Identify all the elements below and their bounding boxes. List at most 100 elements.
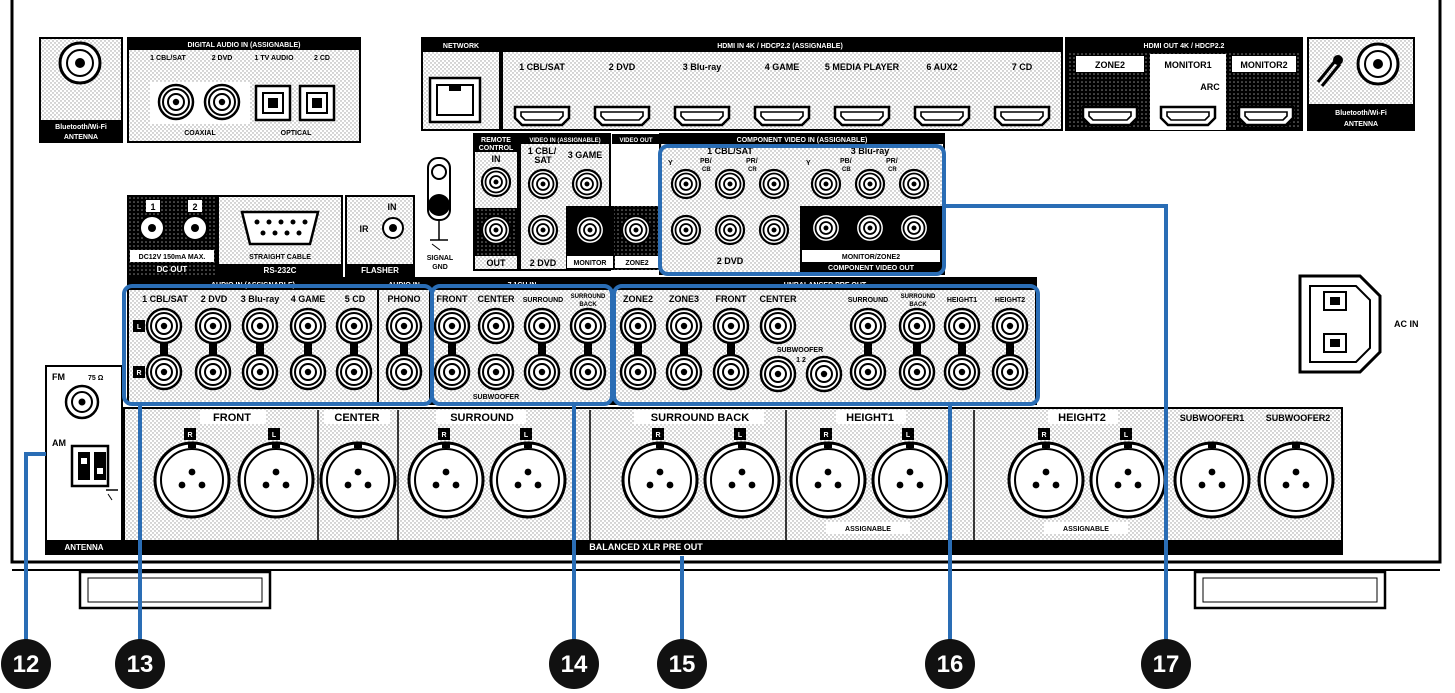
component-3-pr-jack[interactable] xyxy=(898,168,930,200)
audio-in-4-r-jack[interactable] xyxy=(289,353,327,391)
xlr-center-jack[interactable] xyxy=(319,440,397,519)
unbal-center-jack[interactable] xyxy=(759,307,797,345)
remote-in-jack[interactable] xyxy=(480,166,512,198)
audio-in-4-l-jack[interactable] xyxy=(289,307,327,345)
component-3-y-jack[interactable] xyxy=(810,168,842,200)
video-in-1-jack[interactable] xyxy=(527,168,559,200)
unbal-surround-l-jack[interactable] xyxy=(849,307,887,345)
unbal-zone3-l-jack[interactable] xyxy=(665,307,703,345)
optical-jack-2[interactable] xyxy=(298,84,336,122)
optical-jack-1[interactable] xyxy=(254,84,292,122)
xlr-surround-label: SURROUND xyxy=(450,412,514,424)
component-2-pb-jack[interactable] xyxy=(714,214,746,246)
audio-in-5-l-jack[interactable] xyxy=(335,307,373,345)
hdmi-in-port-7[interactable] xyxy=(993,105,1051,127)
am-antenna-terminal[interactable] xyxy=(70,444,118,501)
hdmi-out-port-monitor1[interactable] xyxy=(1159,105,1217,127)
unbal-zone2-l-jack[interactable] xyxy=(619,307,657,345)
audio-in-1-r-jack[interactable] xyxy=(145,353,183,391)
unbal-surround-r-jack[interactable] xyxy=(849,353,887,391)
component-out-pb-jack[interactable] xyxy=(854,212,886,244)
hdmi-out-port-monitor2[interactable] xyxy=(1237,105,1295,127)
audio-in-label-3: 3 Blu-ray xyxy=(241,294,280,304)
component-out-y-jack[interactable] xyxy=(810,212,842,244)
component-2-y-jack[interactable] xyxy=(670,214,702,246)
xlr-sb-r-jack[interactable] xyxy=(621,440,699,519)
7-1ch-sb-l-jack[interactable] xyxy=(569,307,607,345)
unbalanced-pre-out-section: UNBALANCED PRE OUT ZONE2 ZONE3 FRONT CEN… xyxy=(613,277,1037,405)
hdmi-in-port-1[interactable] xyxy=(513,105,571,127)
7-1ch-surround-l-jack[interactable] xyxy=(523,307,561,345)
hdmi-in-port-5[interactable] xyxy=(833,105,891,127)
ethernet-port[interactable] xyxy=(428,76,482,124)
7-1ch-center-label: CENTER xyxy=(477,294,515,304)
video-out-monitor-jack[interactable] xyxy=(574,214,606,246)
xlr-height2-r-jack[interactable] xyxy=(1007,440,1085,519)
audio-in-3-l-jack[interactable] xyxy=(241,307,279,345)
unbal-sb-l-jack[interactable] xyxy=(898,307,936,345)
digital-audio-in-title: DIGITAL AUDIO IN (ASSIGNABLE) xyxy=(187,42,300,49)
unbal-subwoofer1-jack[interactable] xyxy=(759,355,797,393)
component-2-pr-jack[interactable] xyxy=(758,214,790,246)
phono-l-jack[interactable] xyxy=(385,307,423,345)
xlr-sb-l-jack[interactable] xyxy=(703,440,781,519)
component-3-pb-jack[interactable] xyxy=(854,168,886,200)
audio-in-1-l-jack[interactable] xyxy=(145,307,183,345)
video-in-3-jack[interactable] xyxy=(571,168,603,200)
unbal-height1-r-jack[interactable] xyxy=(943,353,981,391)
optical-label: OPTICAL xyxy=(281,130,312,137)
unbal-zone2-r-jack[interactable] xyxy=(619,353,657,391)
xlr-height2-l-jack[interactable] xyxy=(1089,440,1167,519)
component-group-2-label: 2 DVD xyxy=(717,256,744,266)
fm-antenna-jack[interactable] xyxy=(64,384,100,420)
video-out-title: VIDEO OUT xyxy=(619,138,652,144)
component-out-pr-jack[interactable] xyxy=(898,212,930,244)
unbal-subwoofer2-jack[interactable] xyxy=(805,355,843,393)
xlr-front-r-jack[interactable] xyxy=(153,440,231,519)
xlr-height1-l-jack[interactable] xyxy=(871,440,949,519)
hdmi-in-port-6[interactable] xyxy=(913,105,971,127)
xlr-surround-r-jack[interactable] xyxy=(407,440,485,519)
xlr-surround-l-jack[interactable] xyxy=(489,440,567,519)
unbal-height2-l-jack[interactable] xyxy=(991,307,1029,345)
7-1ch-surround-r-jack[interactable] xyxy=(523,353,561,391)
audio-in-5-r-jack[interactable] xyxy=(335,353,373,391)
7-1ch-front-r-jack[interactable] xyxy=(433,353,471,391)
7-1ch-sb-r-jack[interactable] xyxy=(569,353,607,391)
7-1ch-center-jack[interactable] xyxy=(477,307,515,345)
xlr-front-l-jack[interactable] xyxy=(237,440,315,519)
component-1-y-jack[interactable] xyxy=(670,168,702,200)
hdmi-in-port-2[interactable] xyxy=(593,105,651,127)
signal-gnd-terminal[interactable]: SIGNAL GND xyxy=(427,157,454,271)
xlr-subwoofer2-jack[interactable] xyxy=(1257,440,1335,519)
xlr-sb-label: SURROUND BACK xyxy=(651,412,749,424)
unbal-front-l-jack[interactable] xyxy=(712,307,750,345)
audio-in-2-l-jack[interactable] xyxy=(194,307,232,345)
audio-in-3-r-jack[interactable] xyxy=(241,353,279,391)
component-1-pb-jack[interactable] xyxy=(714,168,746,200)
unbal-zone3-r-jack[interactable] xyxy=(665,353,703,391)
7-1ch-subwoofer-jack[interactable] xyxy=(477,353,515,391)
unbal-height2-r-jack[interactable] xyxy=(991,353,1029,391)
phono-r-jack[interactable] xyxy=(385,353,423,391)
unbal-height1-l-jack[interactable] xyxy=(943,307,981,345)
video-out-zone2-jack[interactable] xyxy=(620,214,652,246)
coaxial-jack-2[interactable] xyxy=(203,83,241,121)
unbal-front-r-jack[interactable] xyxy=(712,353,750,391)
audio-in-2-r-jack[interactable] xyxy=(194,353,232,391)
hdmi-in-port-3[interactable] xyxy=(673,105,731,127)
hdmi-in-port-4[interactable] xyxy=(753,105,811,127)
rs232c-port[interactable] xyxy=(240,210,320,246)
video-in-2-jack[interactable] xyxy=(527,214,559,246)
component-1-pr-jack[interactable] xyxy=(758,168,790,200)
xlr-height1-r-jack[interactable] xyxy=(789,440,867,519)
hdmi-in-label-6: 6 AUX2 xyxy=(926,62,957,72)
xlr-subwoofer1-jack[interactable] xyxy=(1173,440,1251,519)
flasher-title: FLASHER xyxy=(361,266,399,275)
coaxial-jack-1[interactable] xyxy=(157,83,195,121)
unbal-sb-r-jack[interactable] xyxy=(898,353,936,391)
xlr-front-label: FRONT xyxy=(213,412,251,424)
7-1ch-front-l-jack[interactable] xyxy=(433,307,471,345)
hdmi-out-port-zone2[interactable] xyxy=(1081,105,1139,127)
remote-out-jack[interactable] xyxy=(480,214,512,246)
